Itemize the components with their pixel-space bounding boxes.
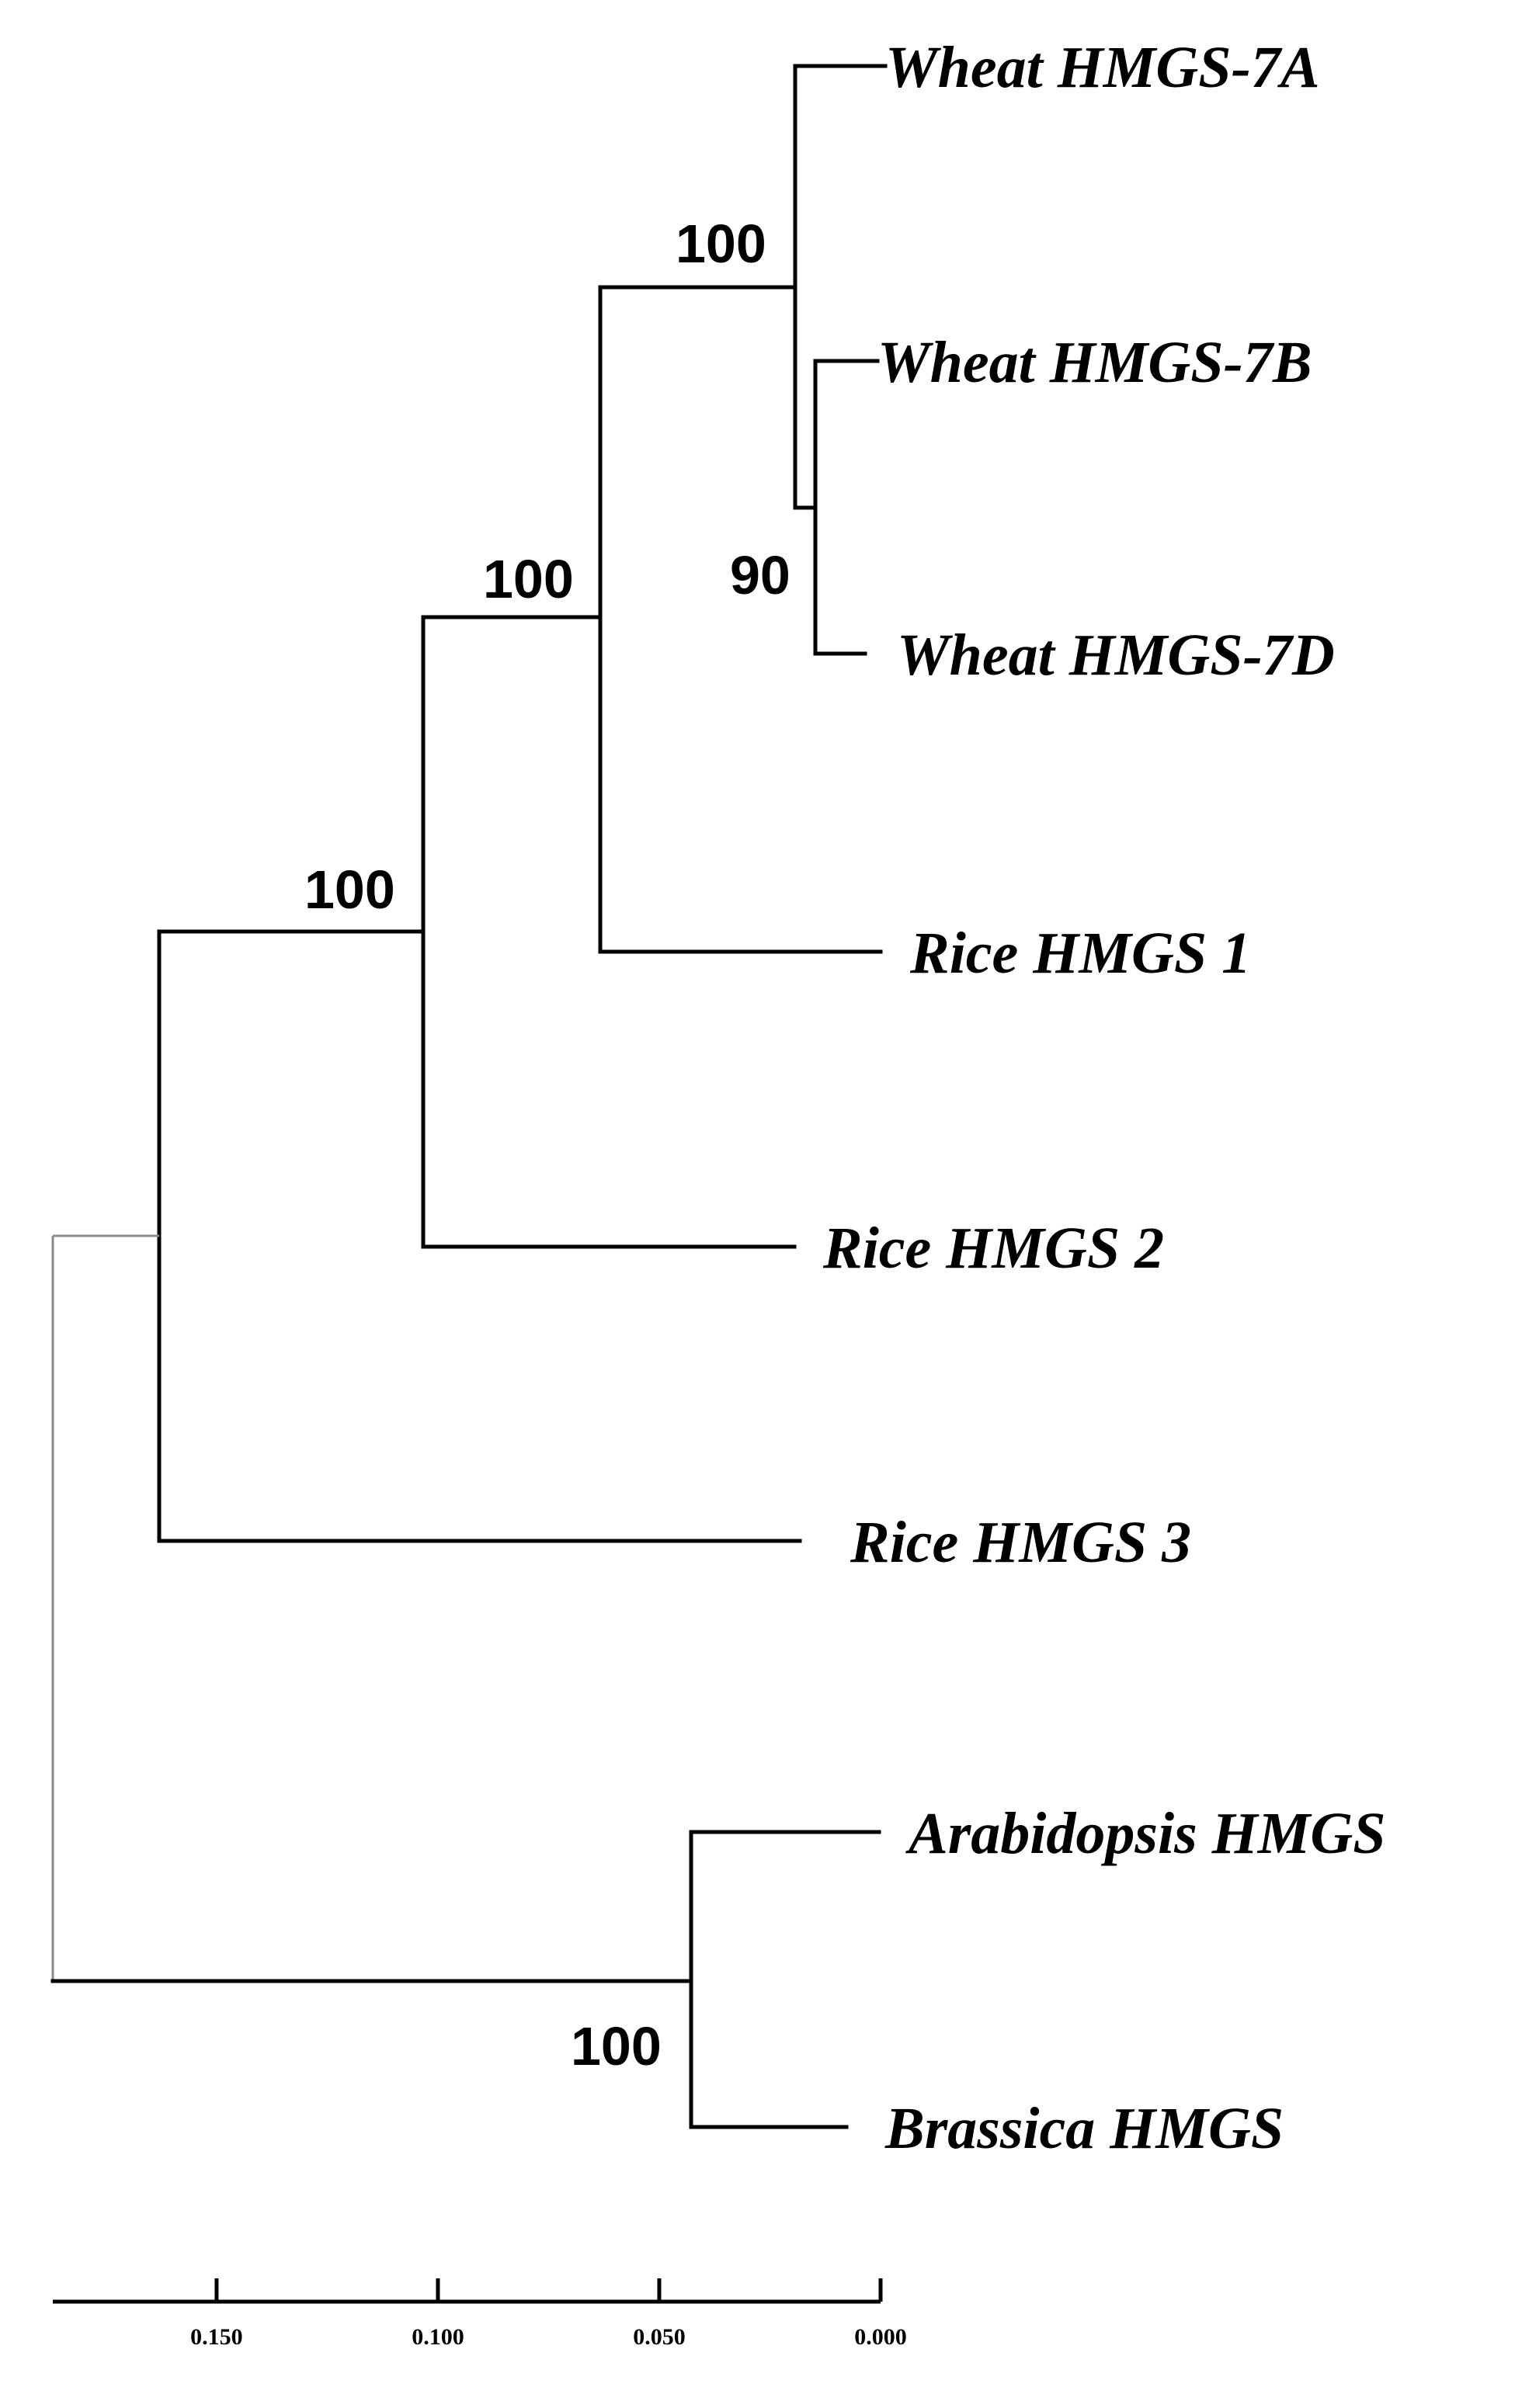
taxon-labels: Wheat HMGS-7A Wheat HMGS-7B Wheat HMGS-7… — [822, 35, 1386, 2161]
taxon-label-wheat-7a: Wheat HMGS-7A — [885, 35, 1320, 100]
support-wheat: 100 — [676, 213, 766, 274]
clade-monocots — [157, 929, 802, 1543]
scale-tick-label: 0.000 — [854, 2324, 907, 2350]
taxon-label-rice-1: Rice HMGS 1 — [909, 921, 1251, 986]
taxon-label-wheat-7b: Wheat HMGS-7B — [877, 330, 1312, 395]
support-wheat-rice12: 100 — [304, 859, 395, 920]
taxon-label-wheat-7d: Wheat HMGS-7D — [897, 623, 1335, 688]
scale-axis: 0.150 0.100 0.050 0.000 — [53, 2278, 907, 2350]
clade-wheat-rice1: 100 — [483, 285, 883, 954]
taxon-label-arabidopsis: Arabidopsis HMGS — [905, 1801, 1386, 1866]
scale-tick-label: 0.100 — [412, 2324, 464, 2350]
support-brassicaceae: 100 — [571, 2016, 662, 2077]
taxon-label-rice-3: Rice HMGS 3 — [850, 1510, 1191, 1575]
scale-tick-label: 0.050 — [633, 2324, 686, 2350]
scale-tick-label: 0.150 — [190, 2324, 243, 2350]
taxon-label-rice-2: Rice HMGS 2 — [822, 1216, 1164, 1281]
support-wheat-7b-7d: 90 — [730, 545, 791, 605]
support-wheat-rice1: 100 — [483, 549, 574, 609]
clade-root — [50, 1234, 693, 1983]
taxon-label-brassica: Brassica HMGS — [884, 2096, 1284, 2161]
